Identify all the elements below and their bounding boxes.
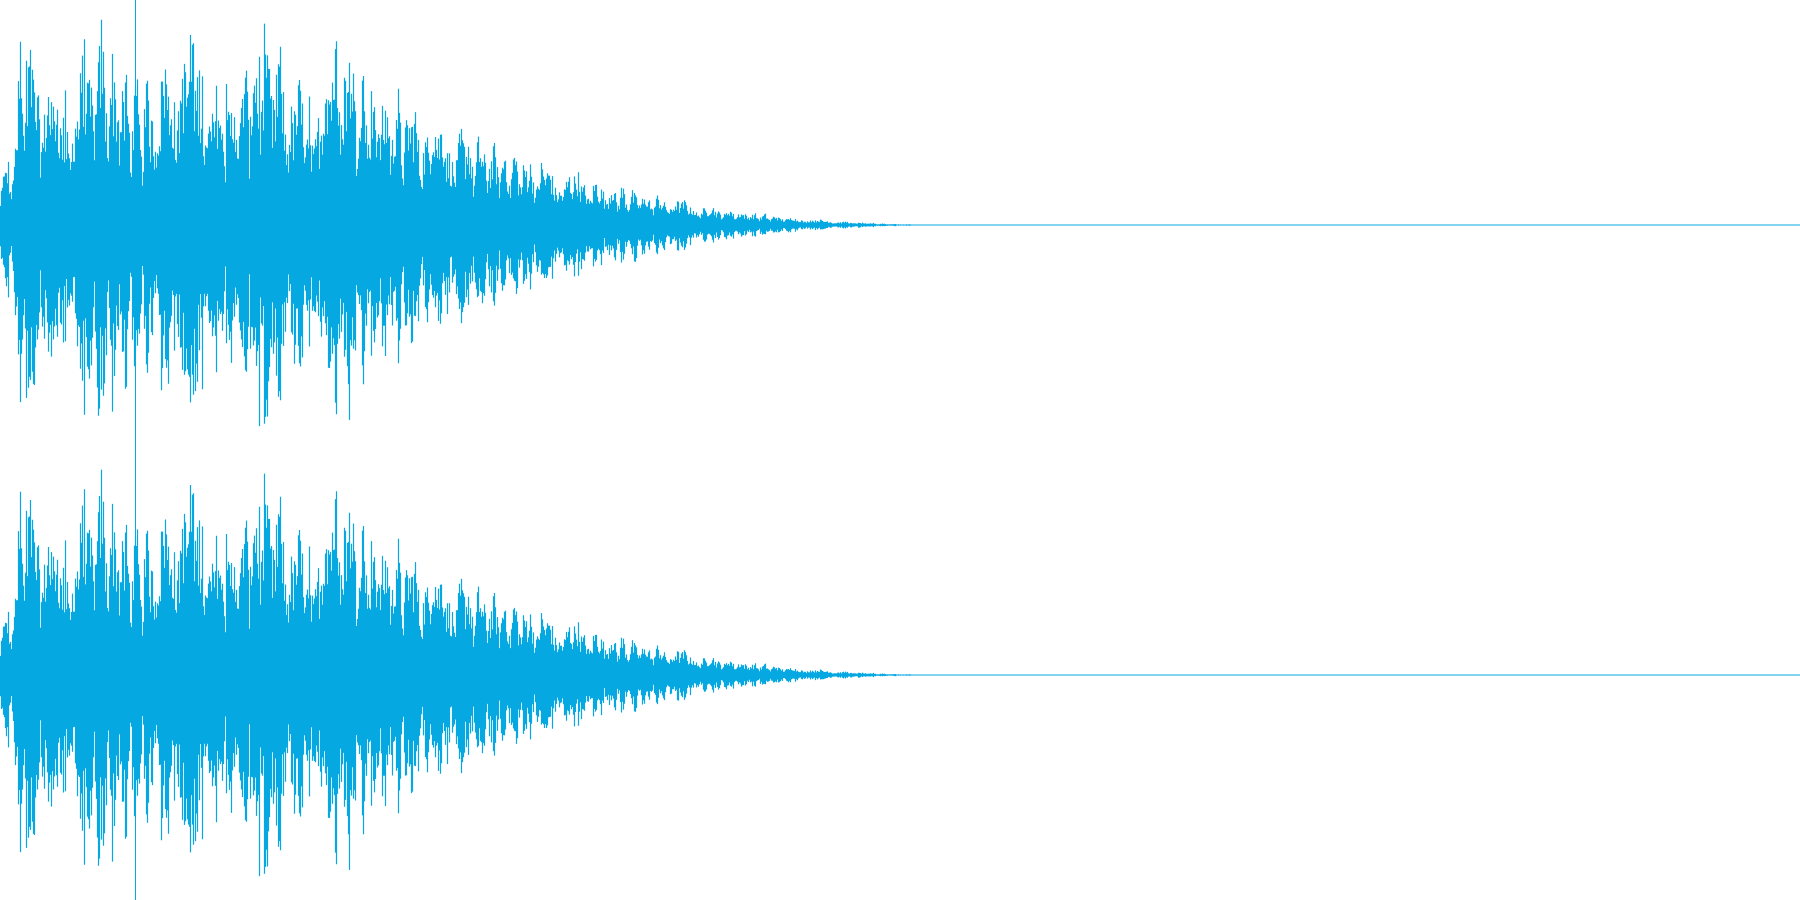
waveform-channel-top xyxy=(0,19,1800,427)
waveform-channel-bottom xyxy=(0,469,1800,877)
waveform-trace xyxy=(0,469,912,877)
waveform-trace xyxy=(0,19,912,427)
